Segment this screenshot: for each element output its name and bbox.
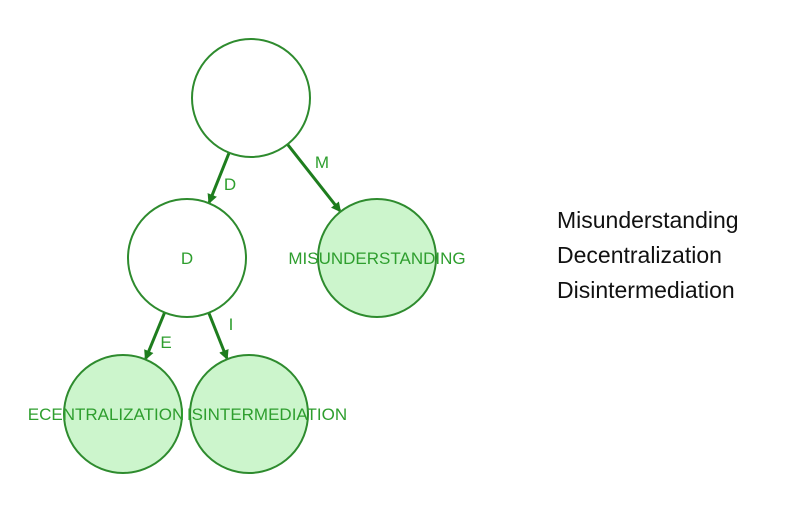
edge-label: E [160,333,171,352]
edges: D M E I [144,143,342,361]
node-decentralization [63,354,183,474]
node-disintermediation [189,354,309,474]
edge-root-misunderstanding [286,143,342,213]
edge-d-disintermediation [207,312,229,361]
node-root [191,38,311,158]
node-misunderstanding [317,198,437,318]
edge-label: D [224,175,236,194]
word-list: Misunderstanding Decentralization Disint… [557,203,739,308]
word-item: Decentralization [557,242,722,268]
node-label-misunderstanding: MISUNDERSTANDING [288,249,465,268]
edge-label: I [229,315,234,334]
node-label-decentralization: ECENTRALIZATION [28,405,184,424]
word-item: Disintermediation [557,277,735,303]
node-label-d: D [181,249,193,268]
edge-label: M [315,153,329,172]
node-label-disintermediation: ISINTERMEDIATION [187,405,347,424]
edge-d-decentralization [144,312,166,361]
node-d [127,198,247,318]
edge-root-d [207,152,231,205]
word-item: Misunderstanding [557,207,739,233]
